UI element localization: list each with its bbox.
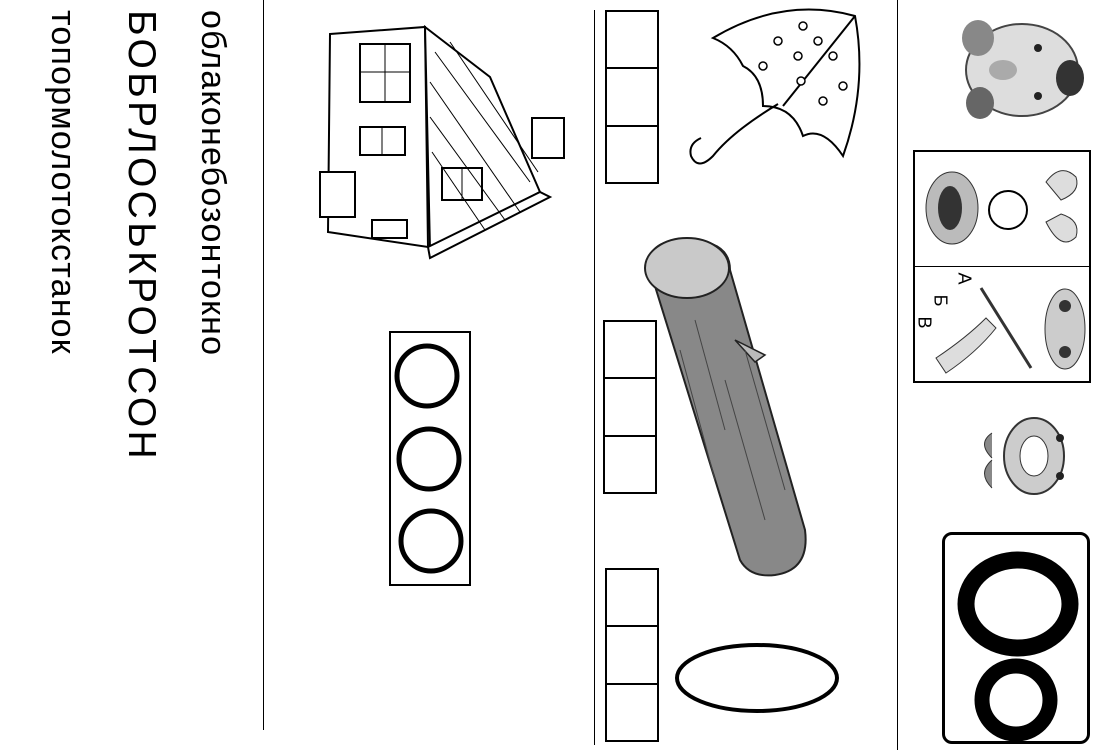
umbrella-icon xyxy=(689,8,861,165)
letter-card-glyphs xyxy=(957,551,1079,742)
letter-cell[interactable] xyxy=(607,685,657,740)
eyes-icon xyxy=(1044,288,1086,370)
letter-cell[interactable] xyxy=(605,379,655,437)
separator-line xyxy=(897,0,898,750)
letter-cell[interactable] xyxy=(607,127,657,182)
letter-cell[interactable] xyxy=(607,12,657,70)
word-column-topor: топормолотокстанок xyxy=(44,10,82,355)
label-v: В xyxy=(914,316,935,329)
letter-cell-column-3[interactable] xyxy=(605,568,659,742)
panel-divider xyxy=(913,266,1091,267)
mouth-icon xyxy=(925,171,979,245)
separator-line xyxy=(594,10,595,745)
letter-cell[interactable] xyxy=(607,69,657,127)
house-icon xyxy=(319,24,565,260)
word-column-bobr: БОБРЛОСЬКРОТСОН xyxy=(120,10,163,462)
face-icon xyxy=(962,20,1084,119)
letter-cell-column-2[interactable] xyxy=(603,320,657,494)
letter-cell[interactable] xyxy=(607,570,657,628)
circle-cell xyxy=(394,343,464,574)
oval-icon xyxy=(675,643,839,713)
letter-cell-column-1[interactable] xyxy=(605,10,659,184)
circle-symbol xyxy=(988,190,1028,230)
log-icon xyxy=(644,237,807,577)
letter-card xyxy=(942,532,1090,744)
letter-cell[interactable] xyxy=(607,627,657,685)
label-a: А xyxy=(954,272,975,285)
separator-line xyxy=(263,0,264,730)
ear-icon xyxy=(1045,170,1078,243)
label-b: Б xyxy=(930,294,951,307)
three-circle-box xyxy=(389,331,471,586)
letter-o-mascot-icon xyxy=(984,417,1065,495)
letter-cell[interactable] xyxy=(605,322,655,380)
hand-brush-icon xyxy=(935,287,1033,374)
word-column-oblako: облаконебозонтокно xyxy=(194,10,232,357)
